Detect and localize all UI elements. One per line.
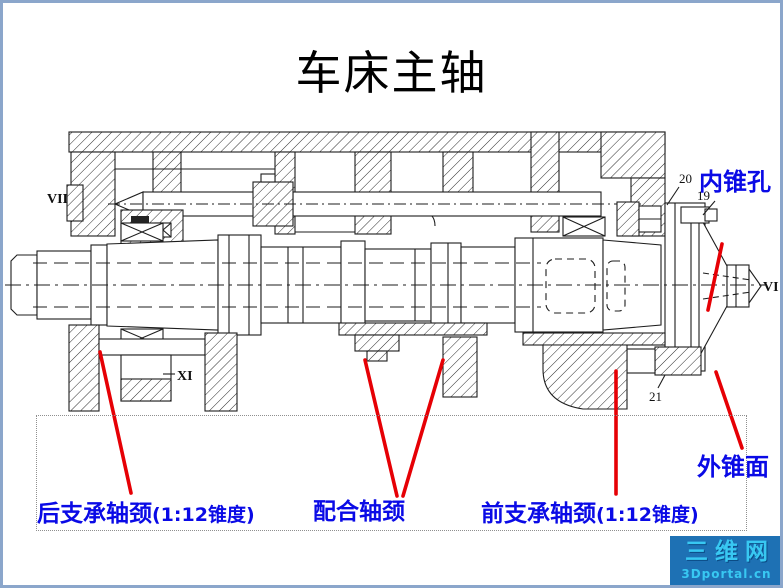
mark-part-21: 21	[649, 389, 662, 404]
callout-rear-bearing-journal: 后支承轴颈(1:12锥度)	[37, 503, 255, 526]
callout-front-journal-text: 前支承轴颈	[481, 501, 596, 527]
leader-outer-taper	[714, 370, 744, 450]
page-title: 车床主轴	[295, 48, 488, 99]
mark-gear-xi: XI	[177, 369, 193, 384]
callout-rear-journal-note: (1:12锥度)	[152, 504, 255, 526]
watermark-site-name: 三维网	[685, 539, 775, 565]
callout-fit-journal-text: 配合轴颈	[313, 499, 405, 525]
leader-fit-journal-right	[401, 358, 445, 498]
callout-front-journal-note: (1:12锥度)	[596, 504, 699, 526]
leader-inner-taper	[706, 242, 724, 312]
watermark-logo: 三维网 3Dportal.cn	[670, 536, 780, 585]
leader-lines	[98, 242, 744, 498]
callout-outer-taper-surface: 外锥面	[697, 455, 769, 479]
callout-fit-journal: 配合轴颈	[313, 501, 405, 524]
leader-rear-journal	[98, 350, 133, 495]
mark-part-19: 19	[697, 188, 710, 203]
drawing-linework: VII XI VI 20 19 21	[5, 131, 779, 498]
mark-part-20: 20	[679, 171, 692, 186]
leader-fit-journal-left	[363, 358, 399, 498]
callout-outer-taper-surface-text: 外锥面	[697, 453, 769, 481]
callout-rear-journal-text: 后支承轴颈	[37, 501, 152, 527]
text-placeholder-outline	[36, 415, 747, 531]
callout-inner-taper-hole-text: 内锥孔	[699, 168, 771, 196]
spindle-section-drawing: VII XI VI 20 19 21	[5, 131, 779, 498]
watermark-site-domain: 3Dportal.cn	[681, 567, 772, 581]
callout-inner-taper-hole: 内锥孔	[699, 170, 771, 194]
callout-front-bearing-journal: 前支承轴颈(1:12锥度)	[481, 503, 699, 526]
mark-nose-vi: VI	[763, 280, 779, 295]
mark-shaft-vii: VII	[47, 192, 68, 207]
